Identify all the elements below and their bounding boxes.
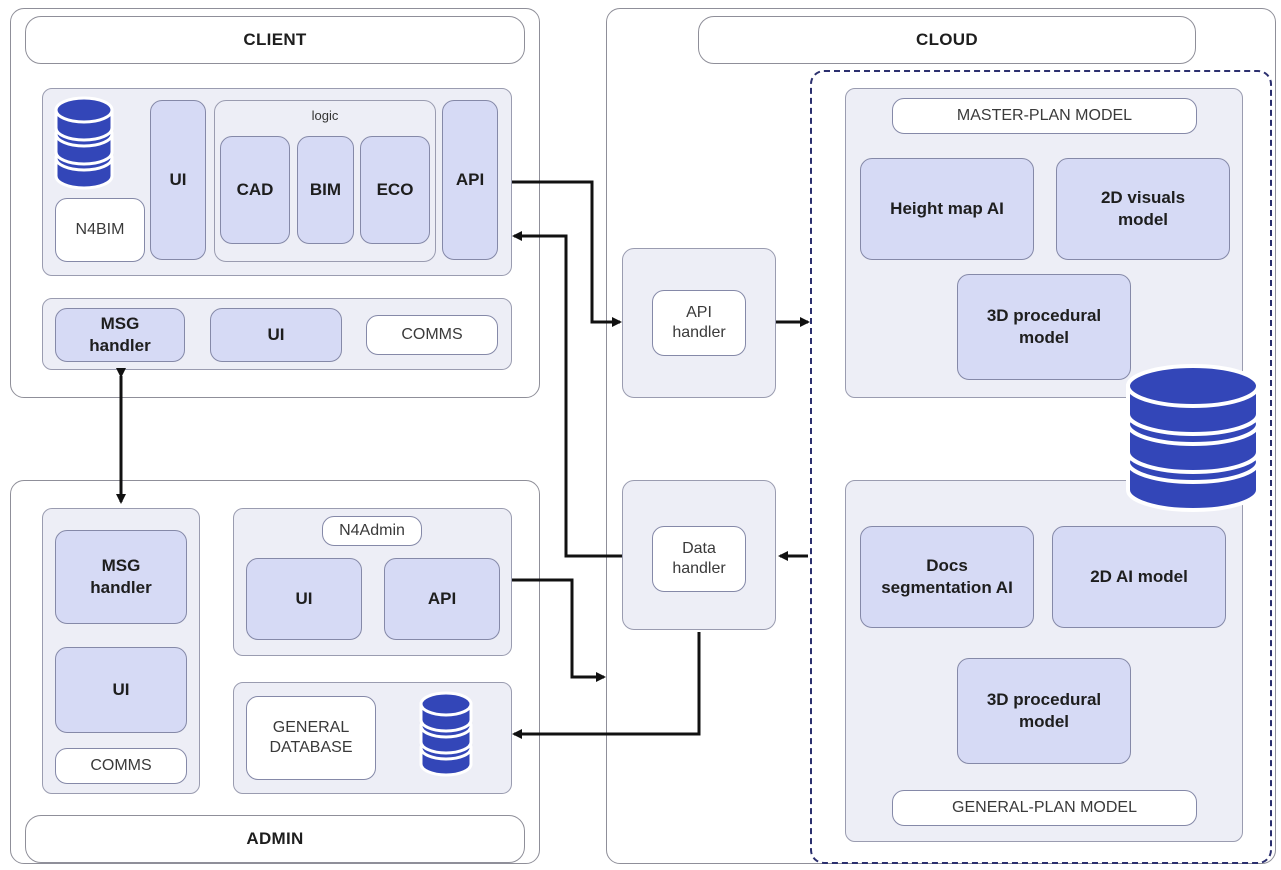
docs-segmentation-ai-box: Docs segmentation AI <box>860 526 1034 628</box>
cloud-title: CLOUD <box>698 16 1196 64</box>
admin-api-box: API <box>384 558 500 640</box>
master-plan-label: MASTER-PLAN MODEL <box>892 98 1197 134</box>
height-map-ai-box: Height map AI <box>860 158 1034 260</box>
eco-box: ECO <box>360 136 430 244</box>
client-ui-box: UI <box>150 100 206 260</box>
admin-ui-box: UI <box>55 647 187 733</box>
n4bim-box: N4BIM <box>55 198 145 262</box>
cad-box: CAD <box>220 136 290 244</box>
database-icon <box>1126 364 1260 512</box>
client-msg-handler: MSG handler <box>55 308 185 362</box>
2d-ai-model-box: 2D AI model <box>1052 526 1226 628</box>
client-title: CLIENT <box>25 16 525 64</box>
data-handler-box: Data handler <box>652 526 746 592</box>
general-database-box: GENERAL DATABASE <box>246 696 376 780</box>
models-container <box>810 70 1272 864</box>
bim-box: BIM <box>297 136 354 244</box>
logic-label: logic <box>311 108 339 123</box>
client-api-box: API <box>442 100 498 260</box>
n4admin-label: N4Admin <box>322 516 422 546</box>
database-icon <box>54 96 114 190</box>
database-icon <box>419 691 473 777</box>
general-plan-label: GENERAL-PLAN MODEL <box>892 790 1197 826</box>
client-ui2-box: UI <box>210 308 342 362</box>
admin-title: ADMIN <box>25 815 525 863</box>
admin-ui2-box: UI <box>246 558 362 640</box>
3d-procedural-model-box: 3D procedural model <box>957 274 1131 380</box>
client-comms: COMMS <box>366 315 498 355</box>
2d-visuals-model-box: 2D visuals model <box>1056 158 1230 260</box>
3d-procedural-model-box-2: 3D procedural model <box>957 658 1131 764</box>
admin-comms: COMMS <box>55 748 187 784</box>
admin-msg-handler: MSG handler <box>55 530 187 624</box>
api-handler-box: API handler <box>652 290 746 356</box>
